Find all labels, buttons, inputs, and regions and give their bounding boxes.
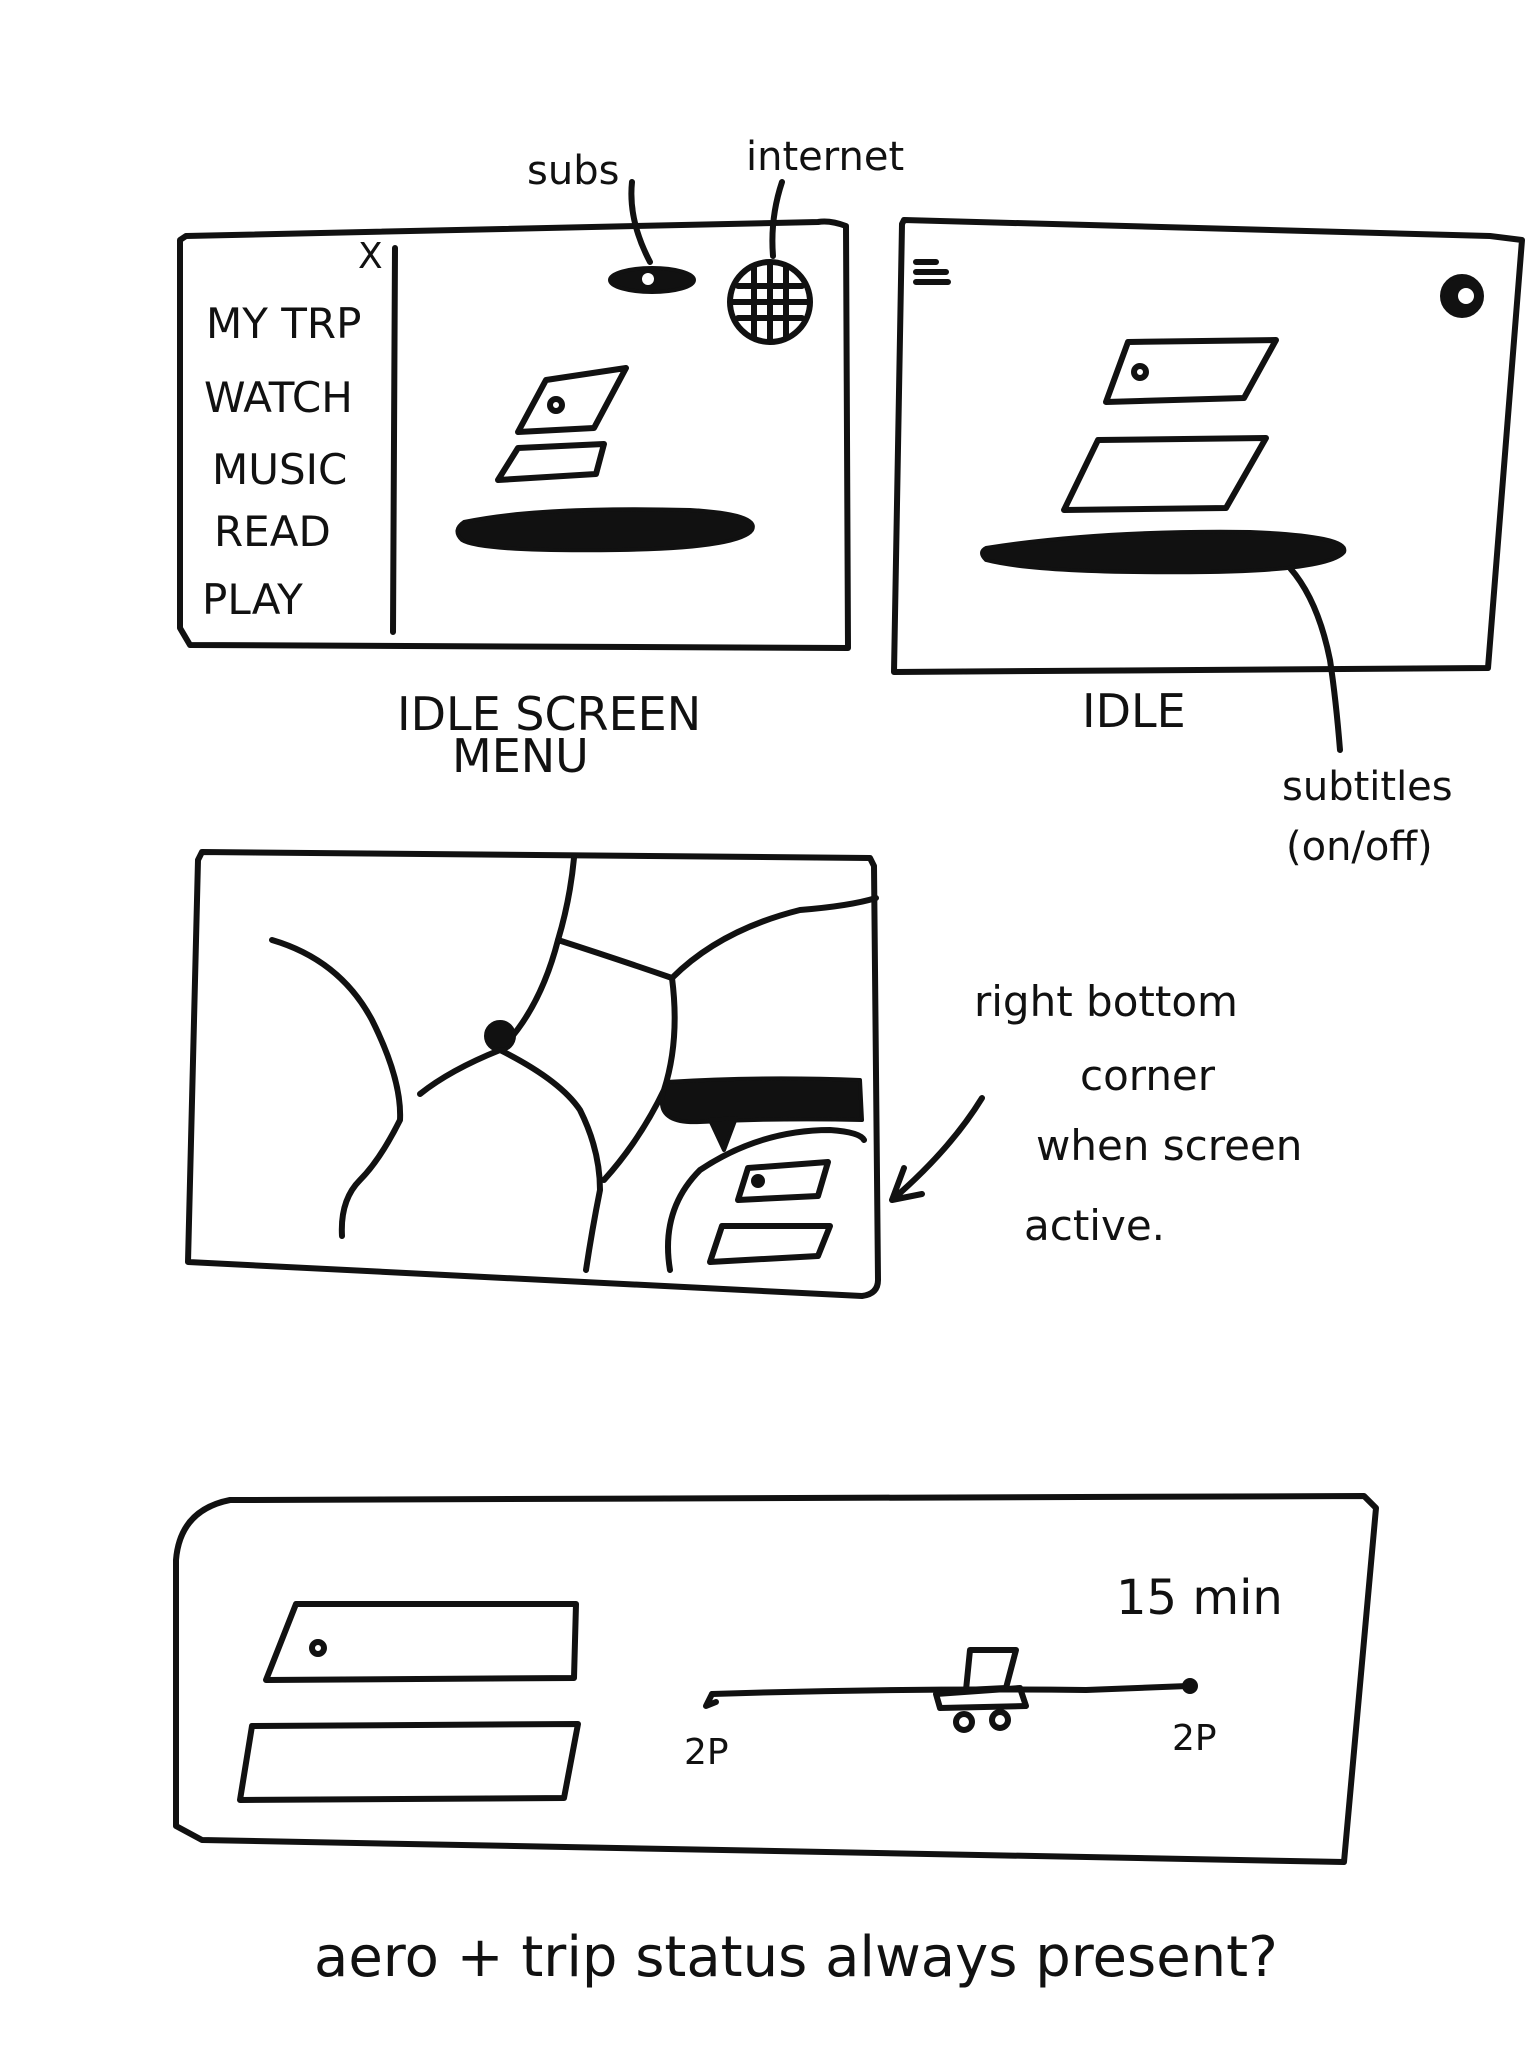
callout-on-off: (on/off) [1286, 824, 1433, 870]
hamburger-menu-icon[interactable] [913, 259, 951, 285]
play-icon [309, 1639, 327, 1657]
note-line-2: corner [1080, 1051, 1216, 1100]
trip-status-wireframe: 15 min 2P 2P [173, 1493, 1379, 1865]
current-location-marker [484, 1020, 516, 1052]
caption-idle: IDLE [1082, 684, 1186, 738]
content-card-1[interactable] [515, 365, 629, 435]
note-arrow [889, 1095, 985, 1203]
content-card-2[interactable] [237, 1721, 581, 1803]
content-card-2[interactable] [495, 441, 607, 483]
play-icon [547, 396, 565, 414]
media-overlay[interactable] [659, 1076, 867, 1273]
menu-item-read[interactable]: READ [214, 507, 331, 556]
menu-item-my-trip[interactable]: MY TRP [206, 299, 361, 348]
airplane-icon [933, 1647, 1029, 1733]
note-line-4: active. [1024, 1201, 1165, 1250]
arrival-time: 2P [1172, 1718, 1217, 1759]
frame-outline [177, 218, 851, 651]
callout-subtitles-line [1287, 565, 1343, 753]
subtitle-bar [455, 507, 755, 553]
menu-item-music[interactable]: MUSIC [212, 445, 347, 494]
content-card-2[interactable] [1061, 435, 1269, 513]
subtitle-bar[interactable] [980, 529, 1347, 575]
menu-close-icon[interactable]: X [358, 236, 383, 277]
internet-globe-icon[interactable] [727, 259, 813, 345]
menu-item-play[interactable]: PLAY [202, 575, 303, 624]
map [269, 855, 879, 1273]
frame-outline [185, 849, 881, 1299]
callout-internet-line [769, 179, 785, 259]
content-card-1[interactable] [735, 1159, 831, 1203]
departure-time: 2P [684, 1732, 729, 1773]
content-card-1[interactable] [263, 1601, 579, 1683]
internet-globe-icon[interactable] [1440, 274, 1484, 318]
content-card-1[interactable] [1103, 337, 1279, 405]
subtitles-eye-icon[interactable] [608, 266, 696, 294]
callout-internet: internet [746, 134, 904, 180]
menu-item-watch[interactable]: WATCH [204, 373, 353, 422]
menu-divider [390, 245, 398, 635]
subtitle-bar [659, 1076, 864, 1125]
flight-progress-bar [703, 1647, 1198, 1733]
idle-wireframe: IDLE subtitles (on/off) [891, 217, 1525, 870]
note-line-1: right bottom [974, 977, 1238, 1026]
play-icon [751, 1174, 765, 1188]
callout-subs-line [628, 179, 653, 265]
time-remaining: 15 min [1116, 1570, 1283, 1626]
frame-outline [891, 217, 1525, 675]
content-card-2[interactable] [707, 1223, 833, 1265]
note-line-3: when screen [1036, 1121, 1302, 1170]
footer-question: aero + trip status always present? [314, 1925, 1278, 1990]
frame-outline [173, 1493, 1379, 1865]
active-screen-map-wireframe: right bottom corner when screen active. [185, 849, 1302, 1299]
idle-screen-menu-wireframe: X MY TRP WATCH MUSIC READ PLAY subs inte… [177, 134, 904, 783]
caption-menu: MENU [452, 729, 589, 783]
callout-subtitles: subtitles [1282, 764, 1453, 810]
play-icon [1131, 363, 1149, 381]
callout-subs: subs [527, 148, 619, 194]
caption-idle-screen: IDLE SCREEN [397, 687, 701, 741]
